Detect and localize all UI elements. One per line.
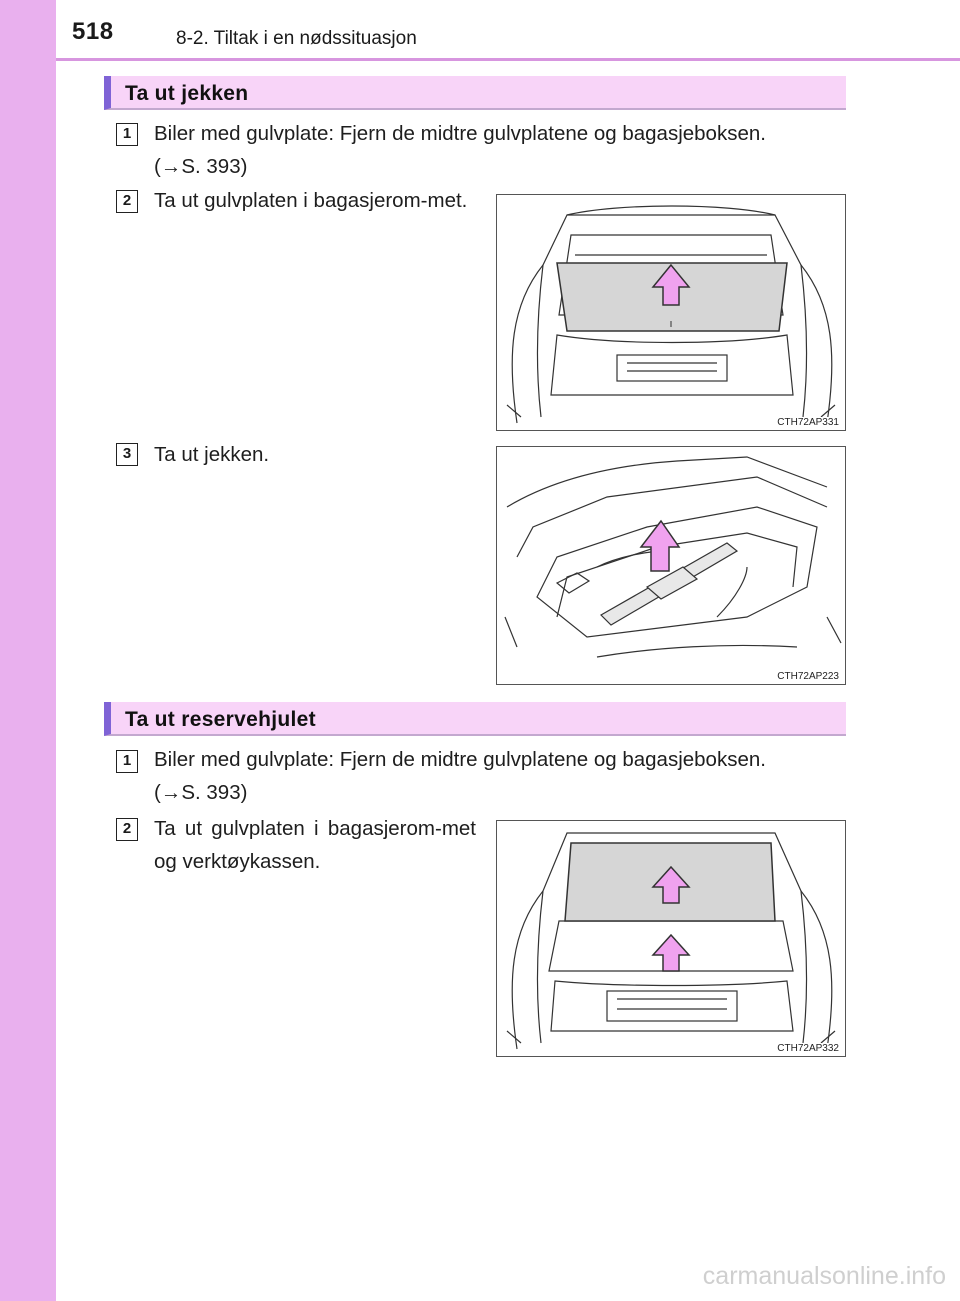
step-text: Biler med gulvplate: Fjern de midtre gul… <box>154 117 844 183</box>
side-tab-bar <box>0 0 56 1301</box>
step-instruction: Ta ut jekken. <box>154 443 270 466</box>
section-heading-spare-wheel: Ta ut reservehjulet <box>104 702 846 736</box>
section-heading-jack: Ta ut jekken <box>104 76 846 110</box>
arrow-right-icon: → <box>160 155 182 178</box>
figure-code: CTH72AP332 <box>775 1043 841 1054</box>
step-text: Biler med gulvplate: Fjern de midtre gul… <box>154 743 844 809</box>
arrow-right-icon: → <box>160 781 182 804</box>
section-title: Ta ut jekken <box>125 82 249 105</box>
step-number: 2 <box>116 818 138 841</box>
page-reference: S. 393) <box>181 155 248 178</box>
step-number: 3 <box>116 443 138 466</box>
step-instruction: Biler med gulvplate: Fjern de midtre gul… <box>154 748 766 771</box>
illustration-jack-removal: CTH72AP223 <box>496 446 846 685</box>
chapter-title: 8-2. Tiltak i en nødssituasjon <box>176 28 417 49</box>
step-number: 1 <box>116 123 138 146</box>
step-instruction: Ta ut gulvplaten i bagasjerom-met og ver… <box>154 817 476 873</box>
illustration-spare-wheel-access: CTH72AP332 <box>496 820 846 1057</box>
section-title: Ta ut reservehjulet <box>125 708 316 731</box>
watermark: carmanualsonline.info <box>702 1262 946 1290</box>
step-number: 2 <box>116 190 138 213</box>
illustration-trunk-floor: CTH72AP331 <box>496 194 846 431</box>
figure-code: CTH72AP331 <box>775 417 841 428</box>
page-reference: S. 393) <box>181 781 248 804</box>
header-divider <box>56 58 960 61</box>
step-number: 1 <box>116 750 138 773</box>
figure-code: CTH72AP223 <box>775 671 841 682</box>
page-number: 518 <box>72 18 114 45</box>
step-instruction: Biler med gulvplate: Fjern de midtre gul… <box>154 122 766 145</box>
step-instruction: Ta ut gulvplaten i bagasjerom-met. <box>154 189 468 212</box>
